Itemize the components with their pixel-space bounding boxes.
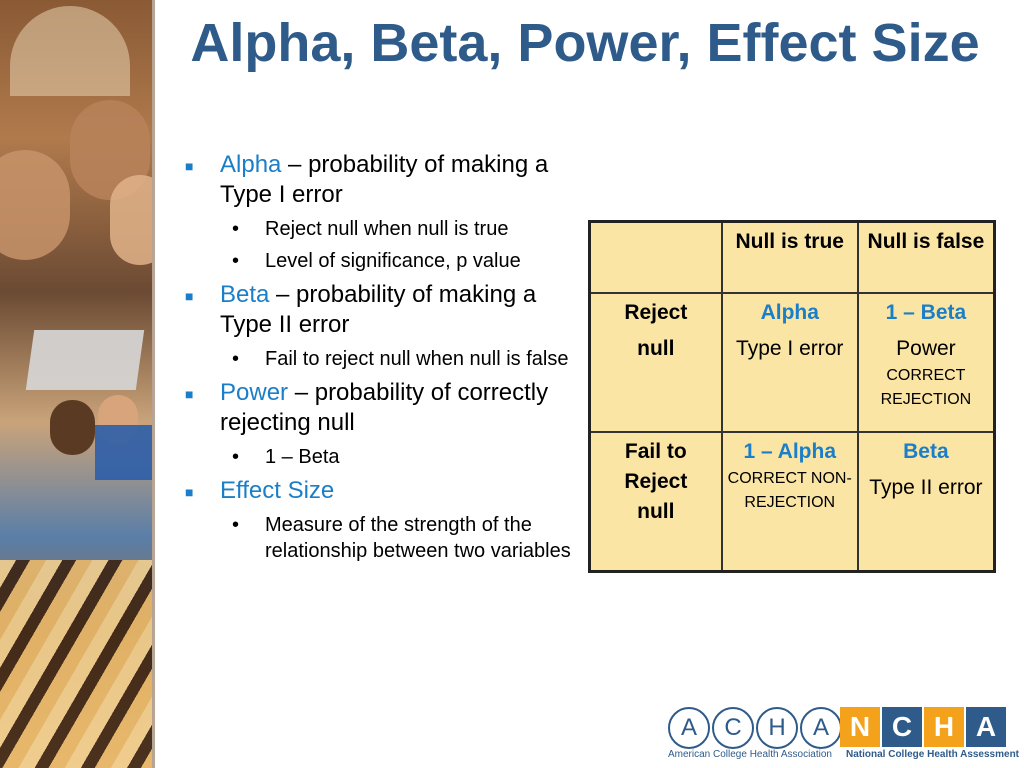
cell-title: Beta [903, 440, 949, 464]
sub-bullet: • Reject null when null is true [180, 216, 575, 242]
dot-bullet-icon: • [232, 250, 240, 272]
cell-title: 1 – Alpha [743, 440, 837, 464]
logo-letter: H [924, 707, 964, 747]
piano-keys-image [0, 560, 152, 768]
cell-main: Power [896, 337, 956, 361]
cell-title: 1 – Beta [885, 301, 967, 325]
org-name: National College Health Assessment [846, 749, 1020, 760]
table-row: Reject null Alpha Type I error 1 – Beta … [588, 292, 996, 434]
bullet-text: – probability of making a Type II error [220, 281, 537, 338]
table-header-row: Null is true Null is false [588, 220, 996, 295]
cell-note: CORRECT REJECTION [880, 367, 972, 409]
student-figure [0, 150, 70, 260]
sub-bullet: • Measure of the strength of the relation… [180, 512, 575, 564]
logo-letter: C [882, 707, 922, 747]
sub-bullet-text: Level of significance, p value [265, 250, 521, 272]
sub-bullet-text: 1 – Beta [265, 446, 340, 468]
table-header-cell [588, 220, 723, 295]
row-label-cell: Fail to Reject null [588, 431, 723, 573]
square-bullet-icon: ■ [185, 386, 194, 402]
laptop-image [25, 330, 145, 390]
sub-bullet-text: Reject null when null is true [265, 218, 509, 240]
square-bullet-icon: ■ [185, 158, 194, 174]
cell-main: Type II error [869, 476, 983, 500]
bullet-alpha: ■ Alpha – probability of making a Type I… [180, 150, 575, 210]
table-header-cell: Null is true [720, 220, 859, 295]
acha-letters: A C H A [668, 707, 842, 749]
acha-ncha-logo: A C H A N C H A American College Health … [662, 703, 1019, 761]
logo-letter: A [966, 707, 1006, 747]
org-name: American College Health Association [668, 749, 832, 760]
students-photo [0, 0, 152, 768]
dot-bullet-icon: • [232, 514, 240, 536]
square-bullet-icon: ■ [185, 484, 194, 500]
building-arch [10, 6, 130, 96]
bullet-power: ■ Power – probability of correctly rejec… [180, 378, 575, 438]
table-cell: 1 – Beta Power CORRECT REJECTION [856, 292, 996, 434]
table-cell: 1 – Alpha CORRECT NON-REJECTION [720, 431, 859, 573]
logo-letter: N [840, 707, 880, 747]
student-figure [50, 400, 95, 455]
row-label-cell: Reject null [588, 292, 723, 434]
table-header-cell: Null is false [856, 220, 996, 295]
divider [152, 0, 155, 768]
square-bullet-icon: ■ [185, 288, 194, 304]
sub-bullet-text: Measure of the strength of the relations… [265, 514, 571, 562]
logo-letter: C [712, 707, 754, 749]
student-figure [110, 175, 152, 265]
dot-bullet-icon: • [232, 348, 240, 370]
decision-matrix-table: Null is true Null is false Reject null A… [588, 220, 996, 573]
slide-title: Alpha, Beta, Power, Effect Size [190, 13, 980, 73]
table-cell: Alpha Type I error [720, 292, 859, 434]
keyword: Alpha [220, 151, 282, 178]
cell-main: Type I error [736, 337, 844, 361]
row-label: Fail to Reject [624, 440, 688, 494]
table-row: Fail to Reject null 1 – Alpha CORRECT NO… [588, 431, 996, 573]
bullet-beta: ■ Beta – probability of making a Type II… [180, 280, 575, 340]
dot-bullet-icon: • [232, 218, 240, 240]
sub-bullet-text: Fail to reject null when null is false [265, 348, 569, 370]
keyword: Power [220, 379, 289, 406]
cell-note: CORRECT NON-REJECTION [727, 470, 852, 512]
row-label: null [637, 337, 675, 361]
keyword: Beta [220, 281, 270, 308]
row-label: Reject [624, 301, 688, 325]
logo-letter: A [668, 707, 710, 749]
logo-letter: A [800, 707, 842, 749]
row-label: null [637, 500, 675, 524]
keyword: Effect Size [220, 477, 335, 504]
table-cell: Beta Type II error [856, 431, 996, 573]
bullet-text: – probability of correctly rejecting nul… [220, 379, 549, 436]
sub-bullet: • Level of significance, p value [180, 248, 575, 274]
dot-bullet-icon: • [232, 446, 240, 468]
bullet-text: – probability of making a Type I error [220, 151, 549, 208]
sub-bullet: • 1 – Beta [180, 444, 575, 470]
ncha-letters: N C H A [840, 707, 1006, 747]
sub-bullet: • Fail to reject null when null is false [180, 346, 575, 372]
bullet-list: ■ Alpha – probability of making a Type I… [180, 150, 575, 570]
logo-letter: H [756, 707, 798, 749]
cell-title: Alpha [760, 301, 819, 325]
laptop-image [95, 425, 152, 480]
bullet-effect-size: ■ Effect Size [180, 476, 575, 506]
